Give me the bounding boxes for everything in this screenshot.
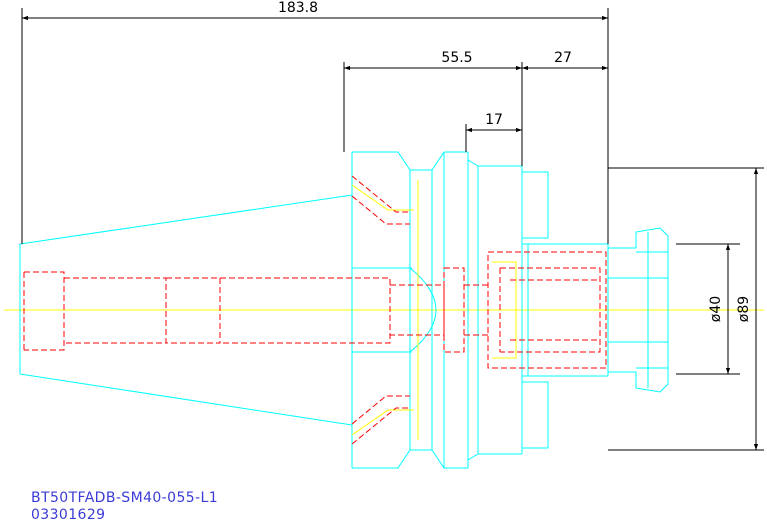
part-number: BT50TFADB-SM40-055-L1 xyxy=(31,490,219,506)
tool-outline xyxy=(19,151,669,469)
dimensions xyxy=(21,8,764,451)
hidden-lines xyxy=(23,175,607,445)
inner-yellow-lines xyxy=(351,180,517,440)
collar xyxy=(467,159,549,461)
v-flange xyxy=(351,151,469,469)
dim-collar-width: 17 xyxy=(485,112,503,128)
order-code: 03301629 xyxy=(31,507,106,523)
dim-nut-diameter: ø40 xyxy=(708,296,724,322)
dim-body-diameter: ø89 xyxy=(736,296,752,322)
dim-overall-length: 183.8 xyxy=(278,0,318,16)
dim-flange-to-shank: 55.5 xyxy=(441,50,472,66)
chuck-body xyxy=(522,243,609,377)
dim-shank-length: 27 xyxy=(554,50,572,66)
clamping-nut xyxy=(608,227,669,393)
